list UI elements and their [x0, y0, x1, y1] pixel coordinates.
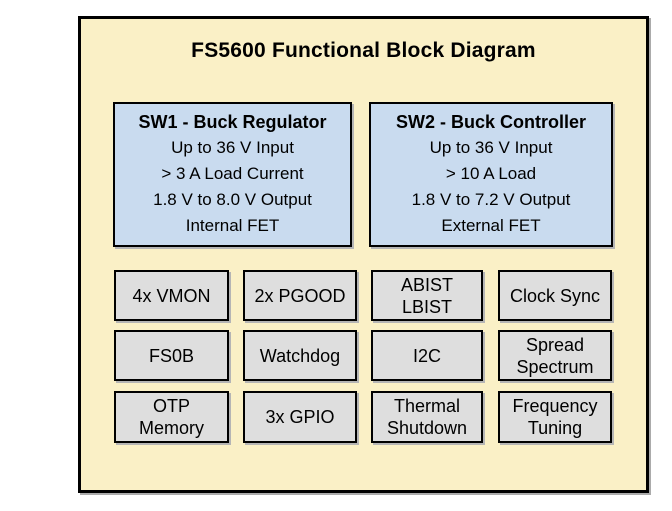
sw2-heading: SW2 - Buck Controller [395, 112, 587, 132]
feature-block-thermal-shutdown: Thermal Shutdown [371, 391, 483, 443]
feature-label: Clock Sync [509, 285, 601, 306]
feature-label: 3x GPIO [265, 407, 335, 427]
feature-block-vmon: 4x VMON [114, 270, 229, 321]
feature-label: Shutdown [386, 418, 468, 438]
diagram-title: FS5600 Functional Block Diagram [191, 39, 536, 62]
sw1-heading: SW1 - Buck Regulator [138, 112, 327, 132]
sw2-spec-input: Up to 36 V Input [429, 138, 553, 157]
feature-block-frequency-tuning: Frequency Tuning [498, 391, 612, 443]
sw1-spec-fet: Internal FET [185, 216, 280, 235]
feature-block-gpio: 3x GPIO [243, 391, 357, 443]
feature-label: ABIST [400, 274, 453, 295]
sw1-spec-load: > 3 A Load Current [161, 164, 304, 183]
diagram-panel: FS5600 Functional Block Diagram SW1 - Bu… [78, 16, 649, 493]
feature-label: 2x PGOOD [254, 285, 346, 306]
sw2-spec-load: > 10 A Load [445, 164, 537, 183]
feature-label: Watchdog [259, 345, 341, 366]
feature-block-watchdog: Watchdog [243, 330, 357, 381]
feature-label: LBIST [401, 296, 453, 317]
feature-label: I2C [412, 345, 441, 366]
feature-block-i2c: I2C [371, 330, 483, 381]
sw2-spec-fet: External FET [441, 216, 541, 235]
sw1-spec-output: 1.8 V to 8.0 V Output [153, 190, 312, 209]
sw2-spec-output: 1.8 V to 7.2 V Output [411, 190, 571, 209]
feature-label: Thermal [393, 396, 460, 416]
feature-label: Frequency [512, 396, 598, 416]
feature-label: Memory [138, 418, 204, 438]
feature-label: 4x VMON [132, 285, 211, 306]
feature-label: FS0B [148, 345, 195, 366]
feature-block-fs0b: FS0B [114, 330, 229, 381]
feature-block-otp-memory: OTP Memory [114, 391, 229, 443]
feature-block-abist-lbist: ABIST LBIST [371, 270, 483, 321]
feature-label: Tuning [527, 418, 583, 438]
sw2-buck-controller-block: SW2 - Buck Controller Up to 36 V Input >… [369, 102, 613, 247]
sw1-buck-regulator-block: SW1 - Buck Regulator Up to 36 V Input > … [113, 102, 352, 247]
feature-label: Spread [525, 334, 585, 355]
feature-block-pgood: 2x PGOOD [243, 270, 357, 321]
feature-label: Spectrum [516, 356, 594, 377]
feature-block-clock-sync: Clock Sync [498, 270, 612, 321]
feature-block-spread-spectrum: Spread Spectrum [498, 330, 612, 381]
feature-label: OTP [152, 396, 190, 416]
sw1-spec-input: Up to 36 V Input [171, 138, 294, 157]
